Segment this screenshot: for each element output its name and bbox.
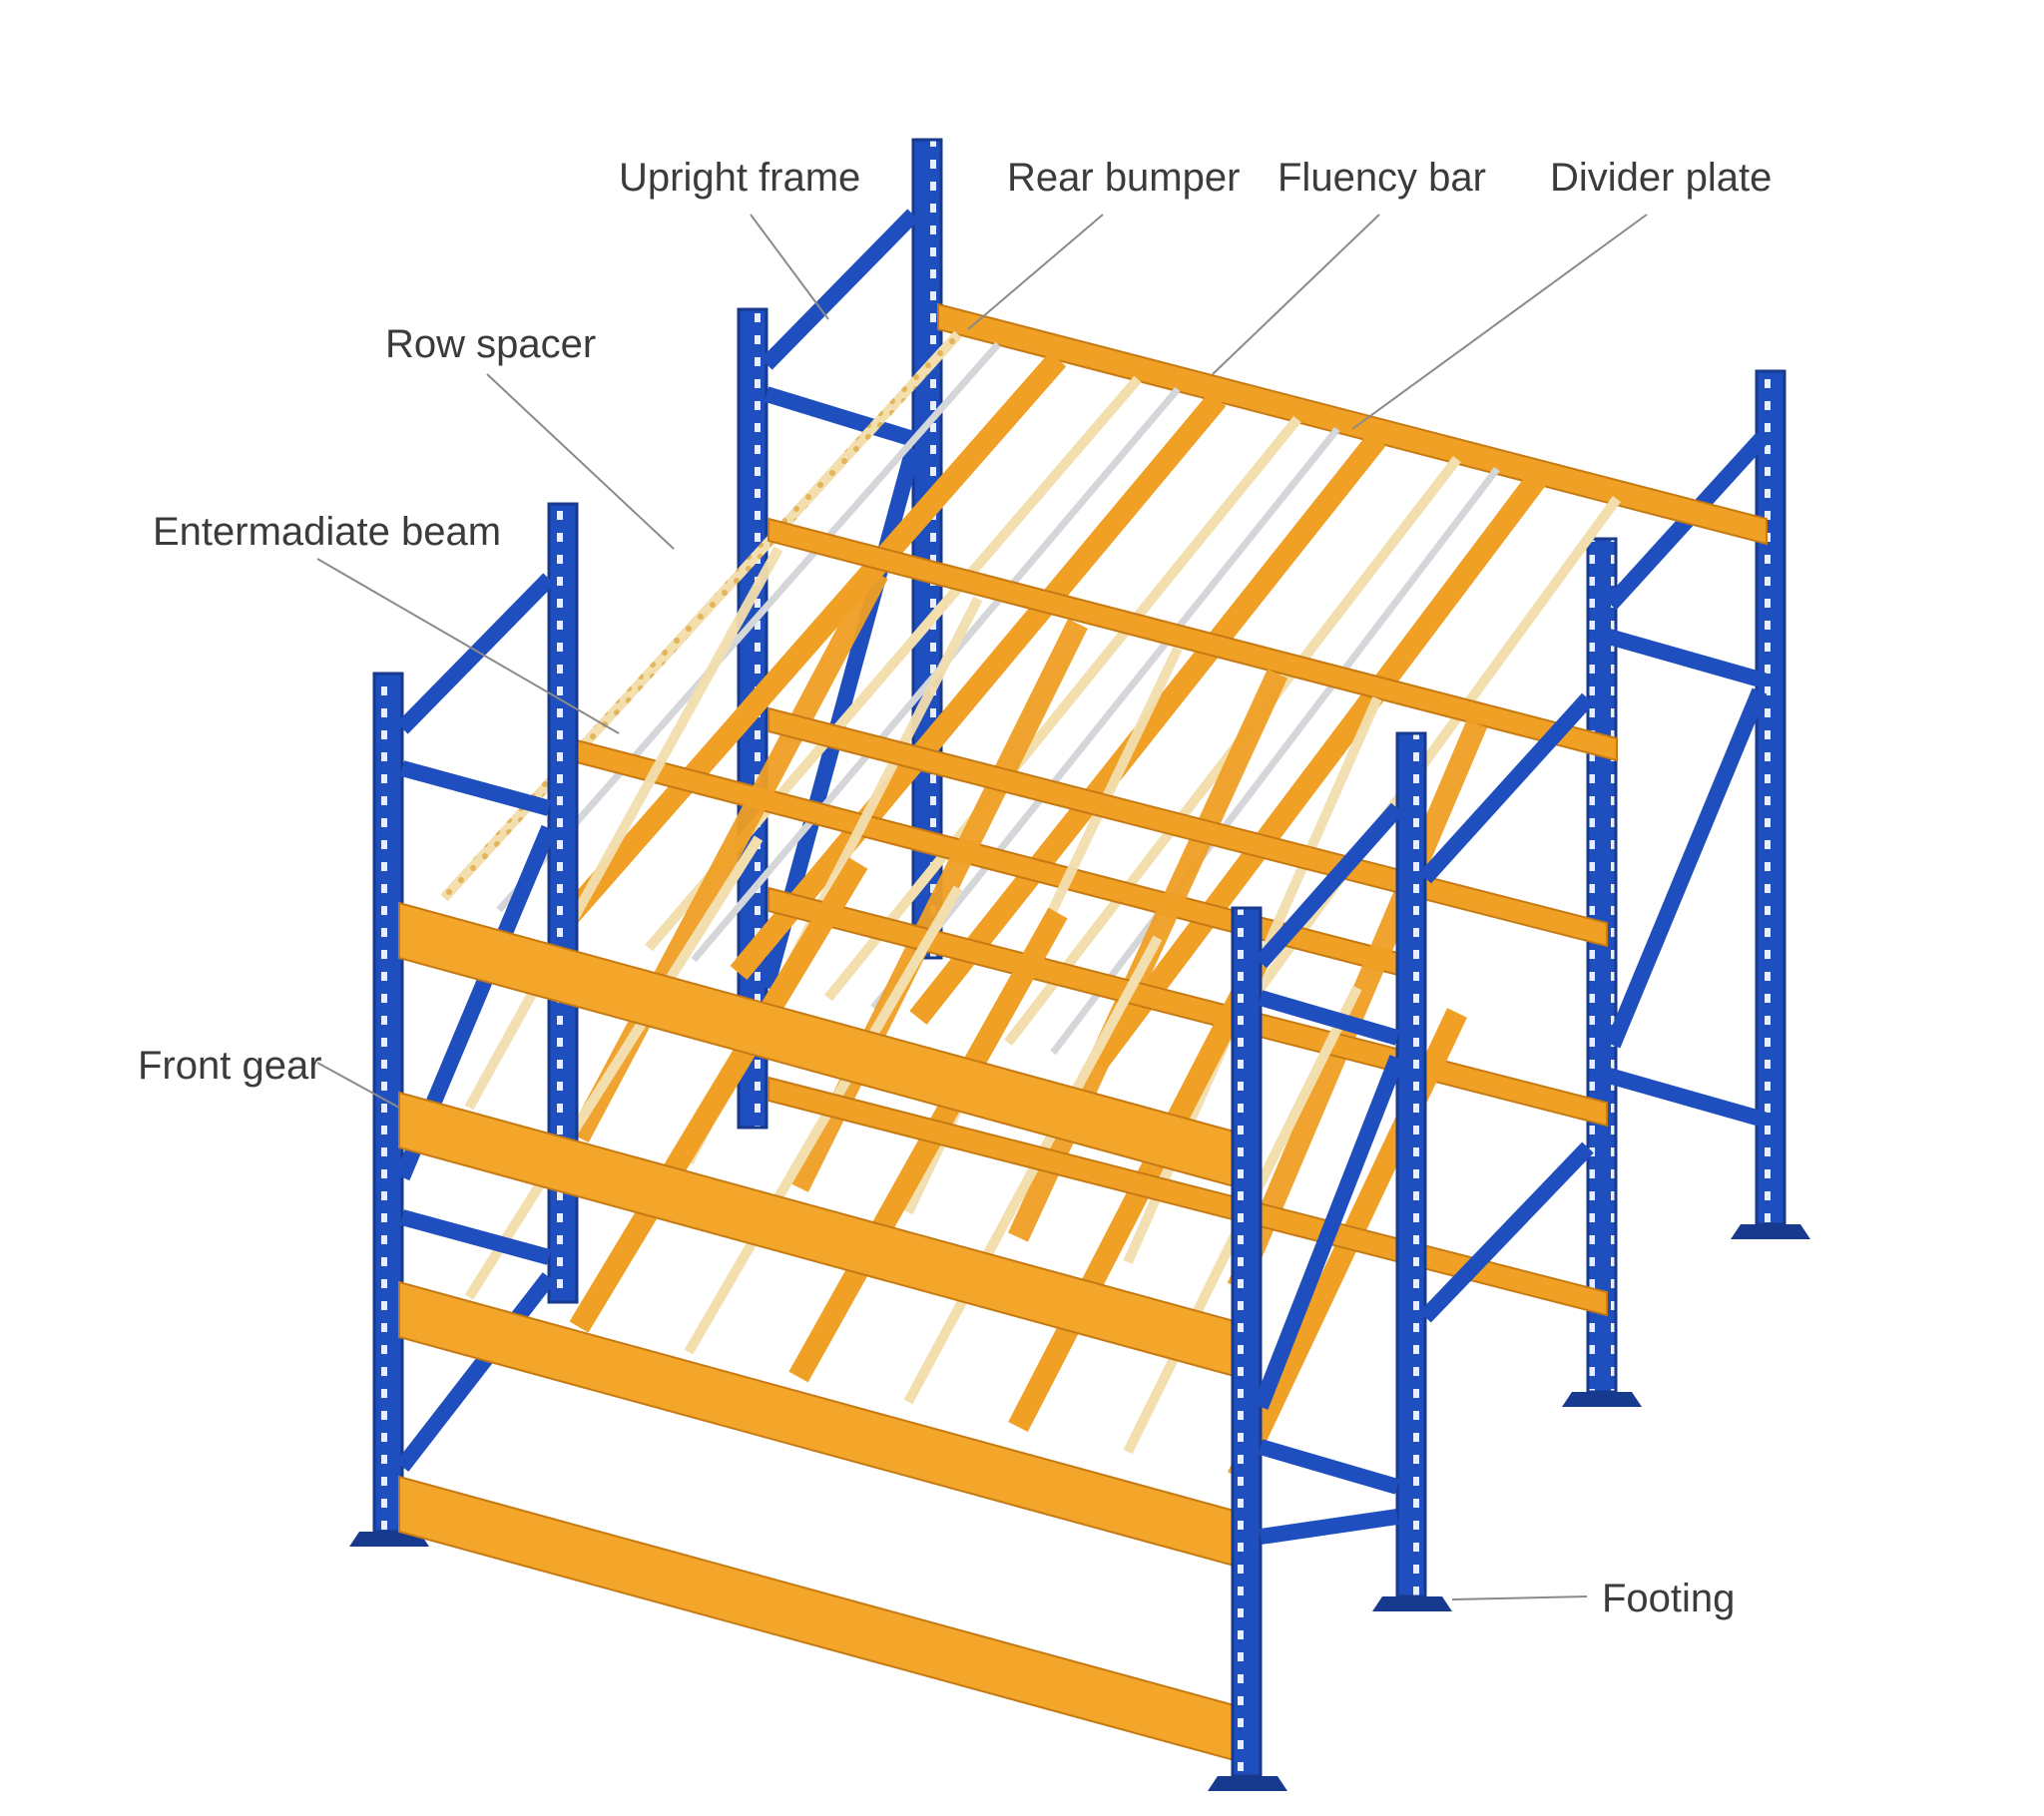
label-row-spacer: Row spacer [385,322,597,366]
upright-post [1755,369,1787,1226]
label-divider-plate: Divider plate [1550,156,1773,200]
front-left-upright-frame [349,502,579,1547]
leader-divider-plate [1351,214,1648,430]
leader-rear-bumper [967,214,1104,330]
label-front-gear: Front gear [138,1044,322,1088]
leader-upright-frame [750,214,829,320]
leader-row-spacer [486,373,675,550]
footing-plate [1372,1596,1452,1611]
upright-post [1395,731,1427,1598]
upright-post [1586,537,1618,1394]
front-gear-beams [398,901,1239,1763]
front-right-upright-frame [1208,731,1452,1791]
intermediate-beam [767,517,1618,762]
footing-plate [1731,1224,1810,1239]
label-intermediate-beam: Entermadiate beam [153,510,502,554]
upright-post [1231,906,1263,1778]
callout-leaders [316,214,1648,1600]
shelf-level-3 [464,835,1608,1482]
rear-bumper-beam [937,302,1768,546]
label-rear-bumper: Rear bumper [1007,156,1241,200]
row-spacers-right [1419,692,1594,1323]
upright-post [911,138,943,960]
label-fluency-bar: Fluency bar [1278,156,1486,200]
leader-front-gear [316,1062,400,1109]
leader-fluency-bar [1212,214,1380,375]
leader-footing [1451,1595,1588,1600]
leader-intermediate-beam [316,558,620,734]
footing-plate [1562,1392,1642,1407]
label-footing: Footing [1602,1577,1736,1620]
label-upright-frame: Upright frame [619,156,861,200]
footing-plate [1208,1776,1287,1791]
